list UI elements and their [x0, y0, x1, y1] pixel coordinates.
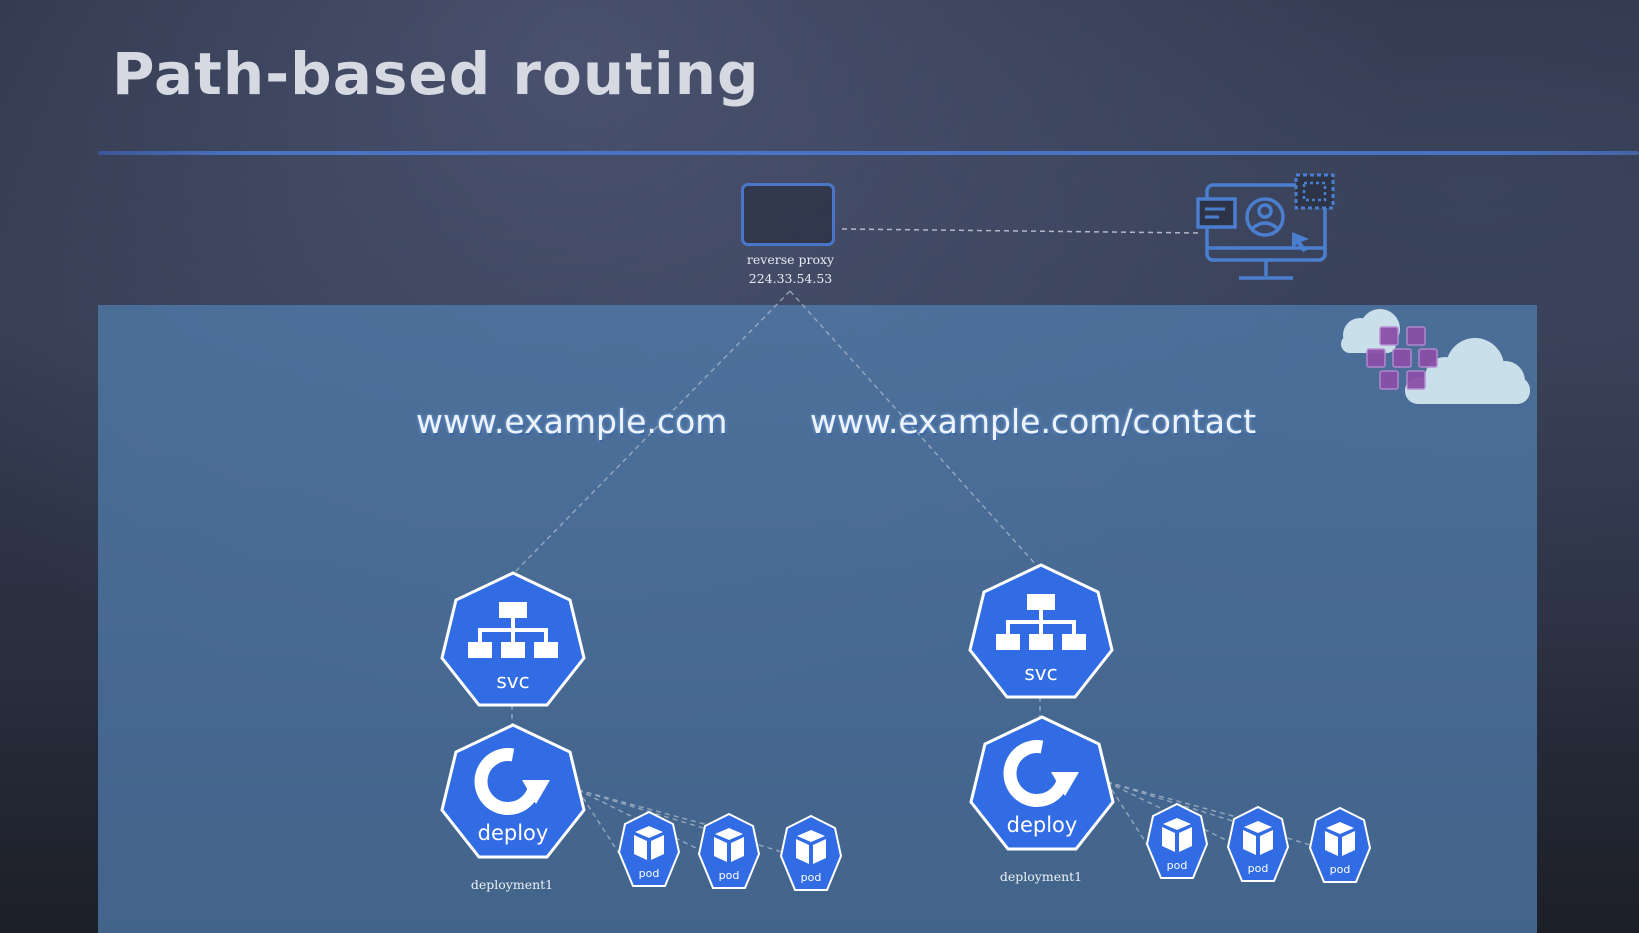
pod-icon: pod	[617, 810, 681, 887]
user-computer-icon	[1196, 173, 1335, 280]
svc-label-left: svc	[496, 669, 529, 693]
svg-text:pod: pod	[1167, 859, 1188, 872]
slide-title: Path-based routing	[112, 40, 760, 108]
deploy-label-right: deploy	[1007, 813, 1078, 837]
service-hierarchy-icon	[468, 602, 558, 658]
pod-cube-icon	[1243, 821, 1273, 855]
pod-cube-icon	[1162, 818, 1192, 852]
route-url-root: www.example.com	[416, 402, 728, 441]
deploy2-to-pod-line	[1106, 781, 1271, 827]
reverse-proxy-ip: 224.33.54.53	[748, 271, 833, 286]
svg-text:pod: pod	[1248, 862, 1269, 875]
deploy1-to-pod-line	[577, 789, 621, 856]
pod-cube-icon	[1325, 822, 1355, 856]
route-url-contact: www.example.com/contact	[810, 402, 1257, 441]
deploy2-to-pod-line	[1106, 781, 1231, 843]
pod-cube-icon	[796, 830, 826, 864]
svg-text:pod: pod	[719, 869, 740, 882]
pod-icon: pod	[1226, 805, 1290, 882]
pod-icon: pod	[1308, 806, 1372, 883]
pod-icon: pod	[1145, 802, 1209, 879]
reverse-proxy-label: reverse proxy 224.33.54.53	[708, 250, 873, 288]
svg-text:pod: pod	[801, 871, 822, 884]
svg-text:pod: pod	[1330, 863, 1351, 876]
proxy-to-svc2-line	[789, 290, 1039, 568]
deploy2-to-pod-line	[1106, 781, 1149, 847]
service-hierarchy-icon	[996, 594, 1086, 650]
deployment-cycle-icon	[1003, 740, 1079, 808]
service-icon-left: svc	[440, 571, 586, 707]
deploy-label-left: deploy	[478, 821, 549, 845]
svc-label-right: svc	[1024, 661, 1057, 685]
deployment-name-left: deployment1	[470, 877, 554, 892]
service-icon-right: svc	[968, 563, 1114, 699]
pod-icon: pod	[697, 812, 761, 889]
deployment-name-right: deployment1	[999, 869, 1083, 884]
pod-icon: pod	[779, 814, 843, 891]
pod-cube-icon	[714, 828, 744, 862]
kubernetes-cloud-icon	[1341, 309, 1530, 404]
proxy-to-client-line	[841, 228, 1201, 234]
reverse-proxy-box	[741, 183, 835, 246]
title-divider	[98, 151, 1639, 155]
deployment-icon-left: deploy	[440, 723, 586, 859]
pod-cube-icon	[634, 826, 664, 860]
proxy-to-svc1-line	[511, 290, 791, 576]
reverse-proxy-name: reverse proxy	[746, 252, 835, 267]
deployment-cycle-icon	[474, 748, 550, 816]
svg-text:pod: pod	[639, 867, 660, 880]
deployment-icon-right: deploy	[969, 715, 1115, 851]
